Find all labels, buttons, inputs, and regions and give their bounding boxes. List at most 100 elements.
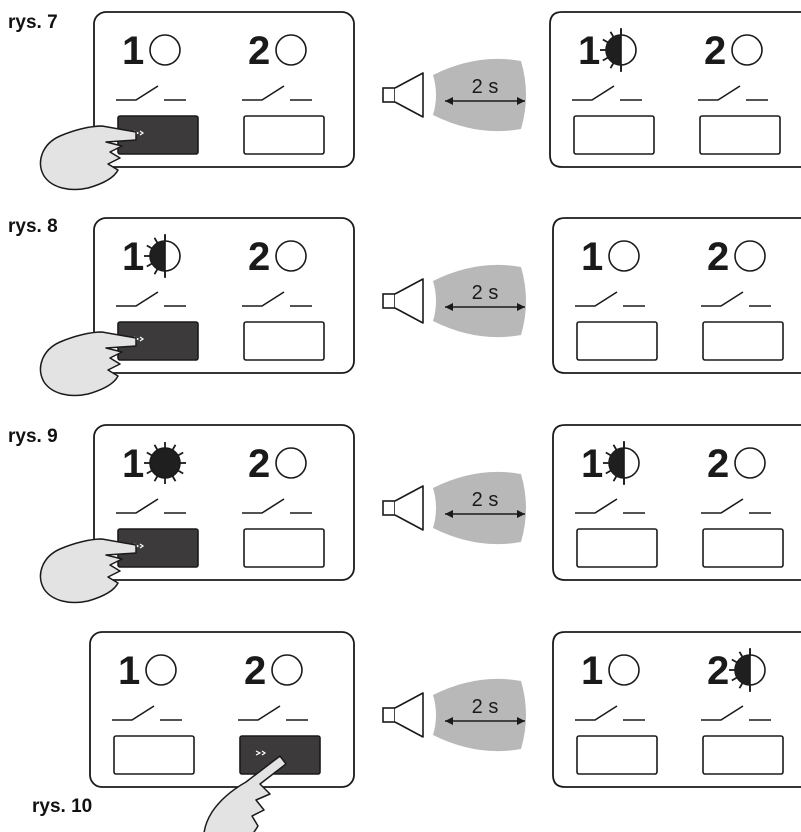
released-button <box>702 528 784 568</box>
switch-lever <box>116 498 159 514</box>
led-icon <box>603 441 640 485</box>
switch-contact-icon <box>116 85 186 101</box>
led-icon <box>734 240 766 272</box>
switch-lever <box>572 85 615 101</box>
switch-lever <box>575 498 618 514</box>
duration-label: 2 s <box>472 282 499 304</box>
channel-1: 1 <box>575 235 658 361</box>
released-button <box>576 735 658 775</box>
switch-contact-icon <box>112 705 182 721</box>
speaker-body <box>382 500 396 516</box>
channel-number: 1 <box>581 235 603 279</box>
channel-2: 2 <box>701 442 784 568</box>
switch-contact-icon <box>572 85 642 101</box>
released-button <box>702 321 784 361</box>
led-blink-half <box>150 241 165 271</box>
switch-contact-icon <box>116 498 186 514</box>
channel-2: 2 <box>203 649 321 832</box>
hand-outline <box>39 538 137 604</box>
channel-1: 1 <box>575 441 658 568</box>
led-icon <box>275 240 307 272</box>
pressed-button <box>239 735 321 775</box>
switch-contact-icon <box>242 85 312 101</box>
channel-number: 2 <box>704 29 726 73</box>
duration-arrow-head-left <box>445 510 453 518</box>
switch-contact-icon <box>575 705 645 721</box>
speaker-icon <box>382 278 424 324</box>
switch-contact-icon <box>575 291 645 307</box>
switch-lever <box>116 291 159 307</box>
switch-lever <box>242 291 285 307</box>
led-off-circle <box>608 240 640 272</box>
speaker-icon <box>382 692 424 738</box>
speaker-icon <box>382 72 424 118</box>
channel-2: 2 <box>698 29 781 155</box>
panel-frame <box>89 631 355 788</box>
channel-2: 2 <box>701 648 784 775</box>
led-off-circle <box>149 34 181 66</box>
speaker-body <box>382 707 396 723</box>
channel-2: 2 <box>242 442 325 568</box>
released-button <box>576 528 658 568</box>
panel-frame <box>93 217 355 374</box>
released-button <box>243 321 325 361</box>
led-off-circle <box>275 240 307 272</box>
channel-2: 2 <box>701 235 784 361</box>
switch-contact-icon <box>701 291 771 307</box>
switch-lever <box>698 85 741 101</box>
panel-frame <box>552 217 801 374</box>
led-icon <box>271 654 303 686</box>
channel-number: 1 <box>118 649 140 693</box>
sound-wave-shape <box>433 471 526 545</box>
led-icon <box>600 28 637 72</box>
released-button <box>573 115 655 155</box>
released-button <box>702 735 784 775</box>
led-off-circle <box>275 447 307 479</box>
speaker-cone <box>394 72 424 118</box>
speaker-cone <box>394 485 424 531</box>
speaker-cone <box>394 692 424 738</box>
panel-frame <box>552 631 801 788</box>
figure-label-rys-7: rys. 7 <box>8 12 58 33</box>
led-icon <box>145 654 177 686</box>
panel-frame <box>552 424 801 581</box>
switch-lever <box>575 705 618 721</box>
beep-signal: 2 s <box>382 471 526 545</box>
duration-arrow-head-left <box>445 97 453 105</box>
beep-signal: 2 s <box>382 58 526 132</box>
duration-label: 2 s <box>472 696 499 718</box>
pointing-hand-icon <box>39 331 137 397</box>
led-blink-half <box>735 655 750 685</box>
pointing-hand-icon <box>39 125 137 191</box>
channel-number: 1 <box>122 235 144 279</box>
channel-number: 1 <box>578 29 600 73</box>
panel-frame <box>93 424 355 581</box>
channel-1: 1 <box>39 442 199 604</box>
led-icon <box>608 654 640 686</box>
switch-lever <box>701 498 744 514</box>
pointing-hand-icon <box>203 755 287 832</box>
led-off-circle <box>275 34 307 66</box>
press-marks <box>255 750 267 756</box>
led-off-circle <box>734 240 766 272</box>
beep-signal: 2 s <box>382 264 526 338</box>
channel-1: 1 <box>575 649 658 775</box>
switch-lever <box>242 85 285 101</box>
led-icon <box>734 447 766 479</box>
switch-contact-icon <box>242 498 312 514</box>
released-button <box>113 735 195 775</box>
switch-lever <box>701 705 744 721</box>
switch-contact-icon <box>238 705 308 721</box>
led-off-circle <box>608 654 640 686</box>
led-on-circle <box>149 447 181 479</box>
switch-lever <box>112 705 155 721</box>
